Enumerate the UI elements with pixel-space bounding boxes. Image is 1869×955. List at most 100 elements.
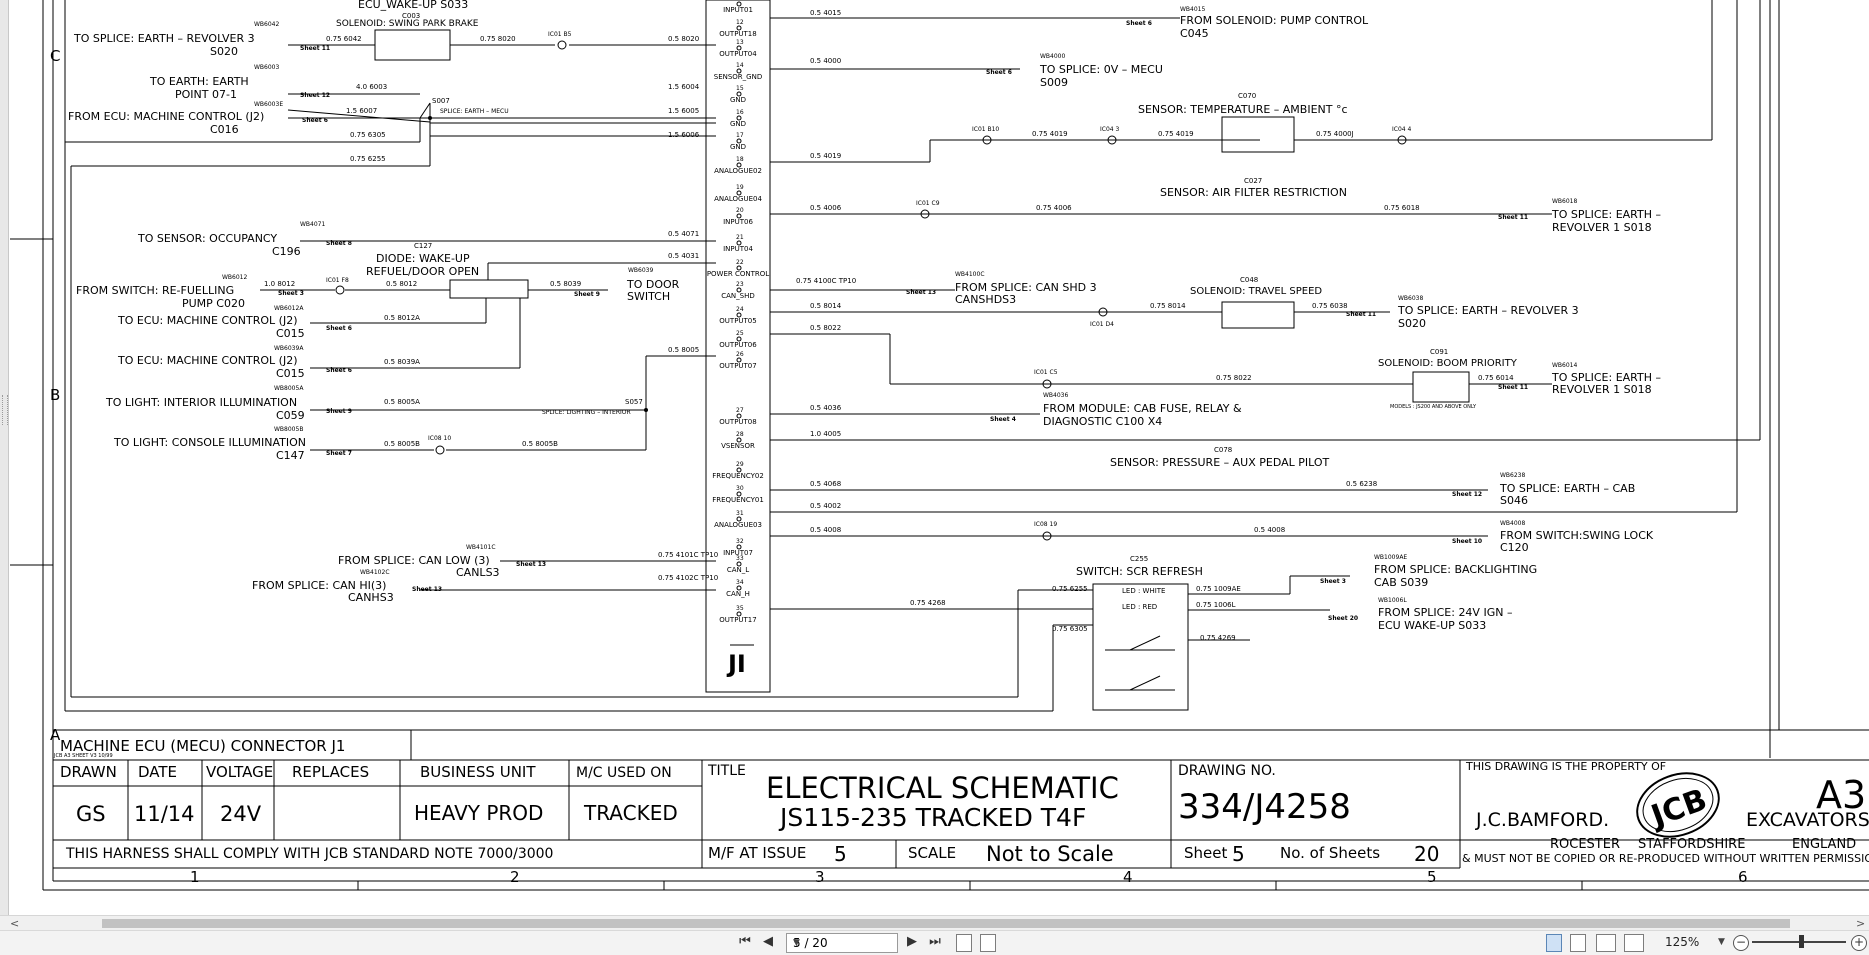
label-c078: C078: [1214, 446, 1232, 454]
ic-label: IC01 C9: [916, 200, 940, 207]
label-earth-cab-a: TO SPLICE: EARTH – CAB: [1499, 482, 1635, 495]
column-1-label: 1: [190, 868, 200, 886]
ic-label: IC01 B10: [972, 126, 999, 133]
wire-label: 0.5 8014: [810, 302, 842, 310]
label-cab-fuse-a: FROM MODULE: CAB FUSE, RELAY &: [1043, 402, 1242, 415]
previous-page-button[interactable]: ◀: [763, 934, 773, 949]
pin-socket: [736, 437, 742, 443]
pin-number: 23: [736, 281, 744, 288]
pin-name: INPUT06: [723, 218, 753, 226]
zoom-level[interactable]: 125%: [1665, 935, 1700, 949]
page-dropdown-icon[interactable]: ▼: [793, 938, 800, 948]
label-can-low-a: FROM SPLICE: CAN LOW (3): [338, 554, 490, 567]
pin-name: CAN_SHD: [721, 292, 755, 300]
scroll-right-arrow-icon[interactable]: >: [1856, 917, 1866, 930]
scale-label: SCALE: [908, 844, 956, 862]
header-date: DATE: [138, 763, 177, 781]
label-earth-rev1b-b: REVOLVER 1 S018: [1552, 383, 1652, 396]
horizontal-scrollbar[interactable]: < >: [0, 915, 1869, 931]
wire-label: 0.75 6014: [1478, 374, 1514, 382]
zoom-dropdown-icon[interactable]: ▼: [1718, 937, 1725, 947]
sheet-ref: Sheet 7: [326, 450, 352, 457]
header-mc-used-on: M/C USED ON: [576, 765, 672, 781]
pin-socket: [736, 516, 742, 522]
label-splice-lighting: SPLICE: LIGHTING – INTERIOR: [542, 409, 631, 416]
wire-id-wb6012: WB6012: [222, 274, 248, 281]
wire-id-wb6012a: WB6012A: [274, 305, 304, 312]
label-ecu-c015a-a: TO ECU: MACHINE CONTROL (J2): [117, 314, 298, 327]
wire-label: 1.5 6004: [668, 83, 700, 91]
zoom-slider-thumb[interactable]: [1799, 935, 1804, 948]
single-page-view-icon[interactable]: [1546, 934, 1562, 952]
pin-name: INPUT04: [723, 245, 753, 253]
label-top-wakeup: ECU_WAKE-UP S033: [358, 0, 468, 11]
wire-id-wb1006l: WB1006L: [1378, 597, 1407, 604]
first-page-button[interactable]: ⏮: [739, 934, 751, 949]
label-ecu-j2-a: FROM ECU: MACHINE CONTROL (J2): [68, 110, 264, 123]
left-panel-splitter[interactable]: [0, 0, 9, 915]
wire-label: 0.75 4019: [1158, 130, 1194, 138]
wire-id-wb1009ae: WB1009AE: [1374, 554, 1407, 561]
label-ecu-c015b-a: TO ECU: MACHINE CONTROL (J2): [117, 354, 298, 367]
zoom-in-button[interactable]: +: [1851, 935, 1867, 951]
label-ecu-j2-b: C016: [210, 123, 239, 136]
copy-note: & MUST NOT BE COPIED OR RE-PRODUCED WITH…: [1462, 852, 1869, 865]
pin-number: 20: [736, 207, 744, 214]
drawing-no-label: DRAWING NO.: [1178, 763, 1276, 779]
two-page-continuous-view-icon[interactable]: [1624, 934, 1644, 952]
sheet-ref: Sheet 3: [278, 290, 304, 297]
sheet-ref: Sheet 20: [1328, 615, 1358, 622]
pin-number: 28: [736, 431, 744, 438]
pin-name: INPUT01: [723, 6, 753, 14]
sheets-value: 20: [1414, 842, 1439, 866]
wire-id-wb4071: WB4071: [300, 221, 326, 228]
label-travel-speed: SOLENOID: TRAVEL SPEED: [1190, 286, 1322, 297]
sheet-ref: Sheet 13: [412, 586, 442, 593]
label-console-a: TO LIGHT: CONSOLE ILLUMINATION: [113, 436, 306, 449]
last-page-button[interactable]: ⏭: [929, 934, 941, 949]
label-refuel-a: FROM SWITCH: RE-FUELLING: [76, 284, 234, 297]
page-number-value: 5 / 20: [793, 936, 828, 950]
mf-value: 5: [834, 842, 847, 866]
sheet-ref: Sheet 11: [1498, 214, 1528, 221]
label-c003: C003: [402, 12, 420, 20]
pin-name: OUTPUT07: [719, 362, 756, 370]
next-page-button[interactable]: ▶: [907, 934, 917, 949]
wire-label: 0.5 4008: [1254, 526, 1285, 534]
scroll-left-arrow-icon[interactable]: <: [10, 917, 20, 930]
page-number-input[interactable]: 5 / 20 ▼: [786, 933, 898, 953]
label-c255: C255: [1130, 555, 1148, 563]
splitter-grip[interactable]: [2, 395, 8, 425]
label-splice-earth: SPLICE: EARTH – MECU: [440, 108, 509, 115]
wire-label: 0.75 8022: [1216, 374, 1252, 382]
pin-name: VSENSOR: [721, 442, 755, 450]
wire-label: 0.75 4102C TP10: [658, 574, 718, 582]
two-page-view-icon[interactable]: [1596, 934, 1616, 952]
label-door-a: TO DOOR: [626, 278, 680, 291]
paste-page-icon[interactable]: [980, 934, 996, 952]
wire-id-wb4036: WB4036: [1043, 392, 1069, 399]
pin-number: 12: [736, 19, 744, 26]
label-can-shd-b: CANSHDS3: [955, 293, 1016, 306]
pin-number: 22: [736, 259, 744, 266]
label-can-hi-b: CANHS3: [348, 591, 394, 604]
scrollbar-thumb[interactable]: [102, 919, 1790, 928]
title-line2: JS115-235 TRACKED T4F: [778, 803, 1086, 832]
copy-page-icon[interactable]: [956, 934, 972, 952]
label-scr-led1: LED : WHITE: [1122, 587, 1165, 595]
zoom-out-button[interactable]: −: [1733, 935, 1749, 951]
ic-label: IC01 C5: [1034, 369, 1058, 376]
value-date: 11/14: [134, 802, 195, 826]
sheet-ref: Sheet 6: [326, 325, 352, 332]
continuous-view-icon[interactable]: [1570, 934, 1586, 952]
pin-name: GND: [730, 143, 746, 151]
wire-label: 0.5 6238: [1346, 480, 1377, 488]
wire-label: 0.5 8022: [810, 324, 841, 332]
wire-id-wb6003e: WB6003E: [254, 101, 283, 108]
wire-label: 0.75 4019: [1032, 130, 1068, 138]
label-can-hi-a: FROM SPLICE: CAN HI(3): [252, 579, 386, 592]
wire-id-wb6003: WB6003: [254, 64, 280, 71]
wire-label: 0.5 8039A: [384, 358, 420, 366]
